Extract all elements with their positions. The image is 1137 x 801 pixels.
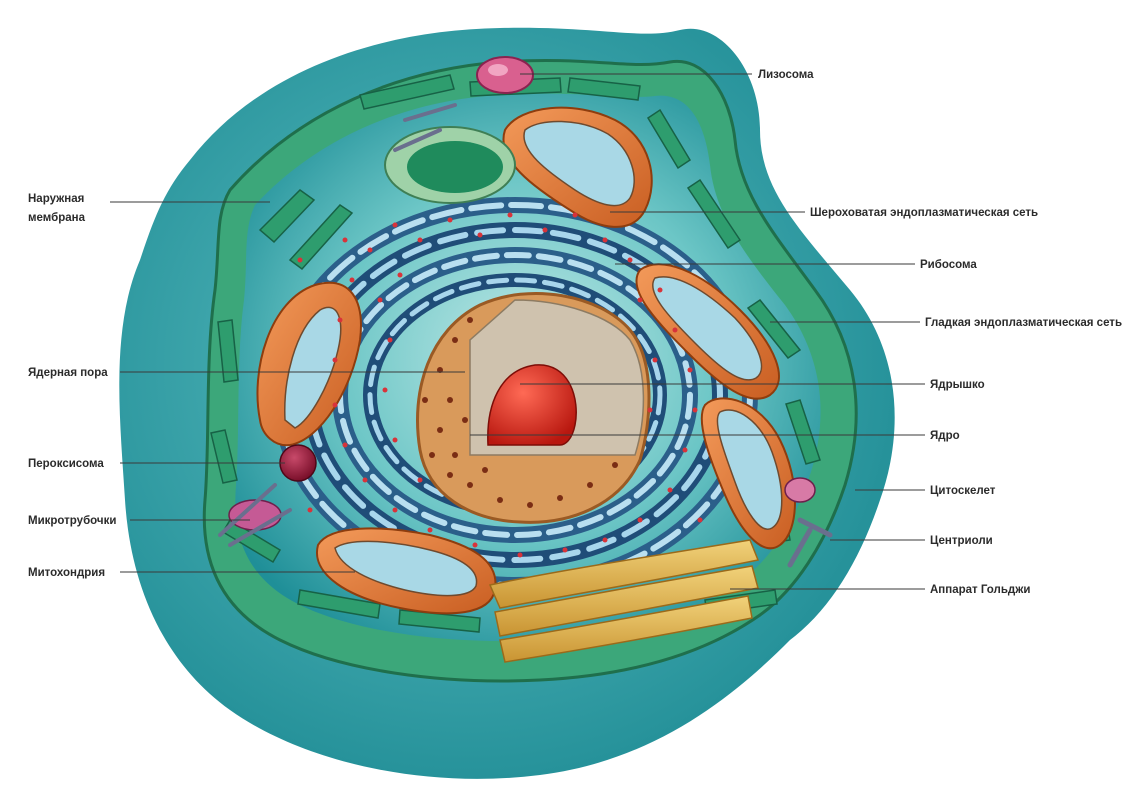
label-microtubules: Микротрубочки [28, 515, 116, 527]
label-rough-er: Шероховатая эндоплазматическая сеть [810, 207, 1038, 219]
label-nucleus: Ядро [930, 430, 960, 442]
label-smooth-er: Гладкая эндоплазматическая сеть [925, 317, 1122, 329]
label-nucleolus: Ядрышко [930, 379, 985, 391]
nucleus [418, 293, 650, 522]
label-outer-membrane-line2: мембрана [28, 212, 86, 224]
label-cytoskeleton: Цитоскелет [930, 485, 996, 497]
label-outer-membrane: Наружная мембрана [28, 193, 88, 224]
label-golgi: Аппарат Гольджи [930, 584, 1030, 596]
label-lysosome: Лизосома [758, 69, 814, 81]
label-mitochondrion: Митохондрия [28, 567, 105, 579]
label-outer-membrane-line1: Наружная [28, 193, 84, 205]
vesicle-right [785, 478, 815, 502]
label-peroxisome: Пероксисома [28, 458, 104, 470]
label-nuclear-pore: Ядерная пора [28, 367, 108, 379]
label-centrioles: Центриоли [930, 535, 993, 547]
lysosome [477, 57, 533, 93]
peroxisome [280, 445, 316, 481]
label-ribosome: Рибосома [920, 259, 977, 271]
